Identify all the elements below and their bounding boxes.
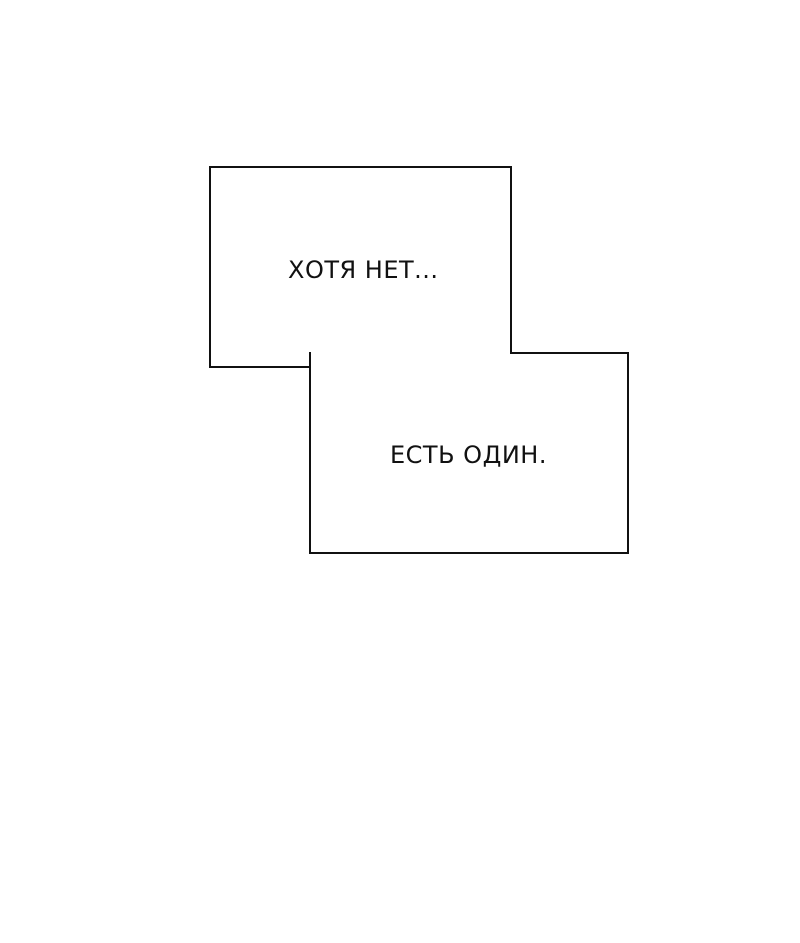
caption-text-bottom: ЕСТЬ ОДИН.	[390, 441, 547, 469]
caption-box-top	[209, 166, 512, 368]
caption-box-bottom	[309, 352, 629, 554]
box-overlap-mask	[311, 352, 510, 366]
caption-text-top: ХОТЯ НЕТ...	[288, 256, 439, 284]
